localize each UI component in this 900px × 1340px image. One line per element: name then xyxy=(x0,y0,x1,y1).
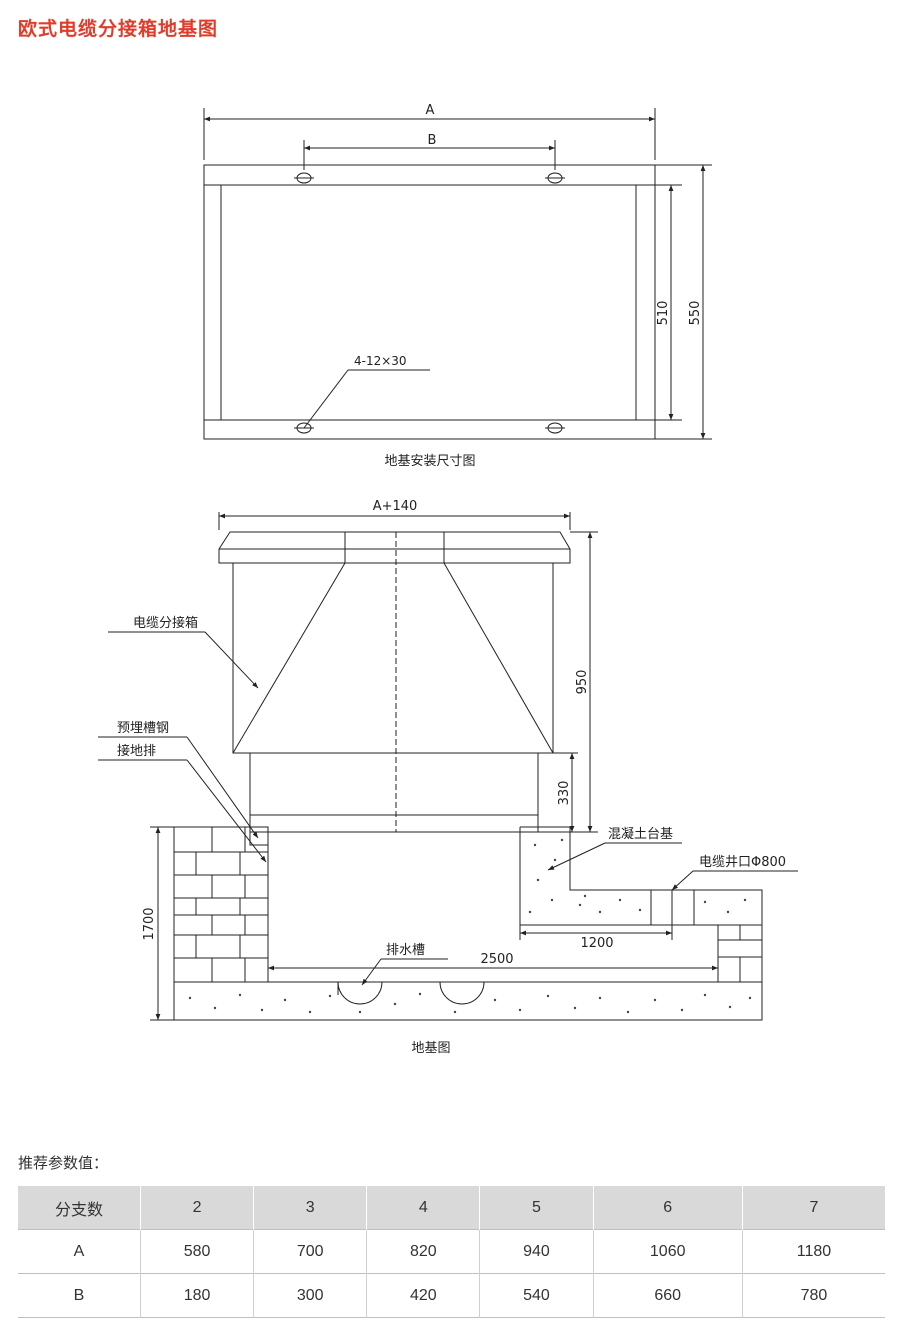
table-cell: B xyxy=(73,1286,85,1304)
dim-2500: 2500 xyxy=(480,952,513,967)
label-drain-trough: 排水槽 xyxy=(386,943,425,958)
cable-box xyxy=(218,512,598,833)
header-cell: 5 xyxy=(479,1186,593,1230)
plan-dim-550: 550 xyxy=(688,301,703,326)
dim-1700: 1700 xyxy=(142,907,157,940)
table-cell: 820 xyxy=(366,1229,480,1274)
table-cell: 780 xyxy=(741,1273,885,1318)
table-cell: 540 xyxy=(479,1273,593,1318)
header-cell: 分支数 xyxy=(54,1201,103,1219)
table-row: B 180 300 420 540 660 780 xyxy=(18,1273,885,1318)
table-cell: 180 xyxy=(139,1273,254,1318)
header-cell: 2 xyxy=(139,1186,254,1230)
right-concrete-plinth xyxy=(519,826,763,983)
params-header-row: 分支数 2 3 4 5 6 7 xyxy=(18,1186,885,1230)
label-cable-box: 电缆分接箱 xyxy=(133,615,198,631)
concrete-speckles xyxy=(188,838,752,1014)
table-row: A 580 700 820 940 1060 1180 xyxy=(18,1229,885,1274)
foundation-slab xyxy=(173,981,763,1021)
plan-dim-a: A xyxy=(426,103,435,118)
table-cell: 300 xyxy=(253,1273,367,1318)
params-table: 分支数 2 3 4 5 6 7 A 580 700 820 940 1060 1… xyxy=(18,1186,885,1318)
dim-330: 330 xyxy=(557,781,572,806)
left-brick-wall xyxy=(173,826,269,983)
table-cell: 580 xyxy=(139,1229,254,1274)
header-cell: 3 xyxy=(253,1186,367,1230)
section-caption: 地基图 xyxy=(411,1041,450,1056)
label-ground-bar: 接地排 xyxy=(117,743,156,759)
label-embedded-channel: 预埋槽钢 xyxy=(117,721,169,736)
table-cell: 420 xyxy=(366,1273,480,1318)
params-heading: 推荐参数值： xyxy=(18,1154,109,1172)
table-cell: 1180 xyxy=(741,1229,885,1274)
table-cell: 1060 xyxy=(592,1229,743,1274)
dim-a-plus-140: A+140 xyxy=(373,499,418,514)
table-cell: 660 xyxy=(592,1273,743,1318)
header-cell: 4 xyxy=(366,1186,480,1230)
label-concrete-base: 混凝土台基 xyxy=(608,826,673,842)
label-cable-well: 电缆井口Φ800 xyxy=(699,854,786,870)
plan-caption: 地基安装尺寸图 xyxy=(384,454,475,469)
table-cell: 940 xyxy=(479,1229,593,1274)
dim-950: 950 xyxy=(575,670,590,695)
header-cell: 7 xyxy=(741,1186,885,1230)
foundation-drawing: A B 510 550 4-12×30 地基安装尺寸图 xyxy=(98,103,798,1056)
page-title: 欧式电缆分接箱地基图 xyxy=(18,18,219,40)
section-dimensions xyxy=(150,826,718,1021)
leader-lines xyxy=(98,631,798,986)
plan-dim-510: 510 xyxy=(656,301,671,326)
header-cell: 6 xyxy=(592,1186,743,1230)
table-cell: A xyxy=(73,1242,85,1260)
dim-1200: 1200 xyxy=(580,936,613,951)
plan-hole-label: 4-12×30 xyxy=(354,354,407,368)
plan-dim-b: B xyxy=(428,133,437,148)
table-cell: 700 xyxy=(253,1229,367,1274)
plan-view xyxy=(203,108,712,440)
